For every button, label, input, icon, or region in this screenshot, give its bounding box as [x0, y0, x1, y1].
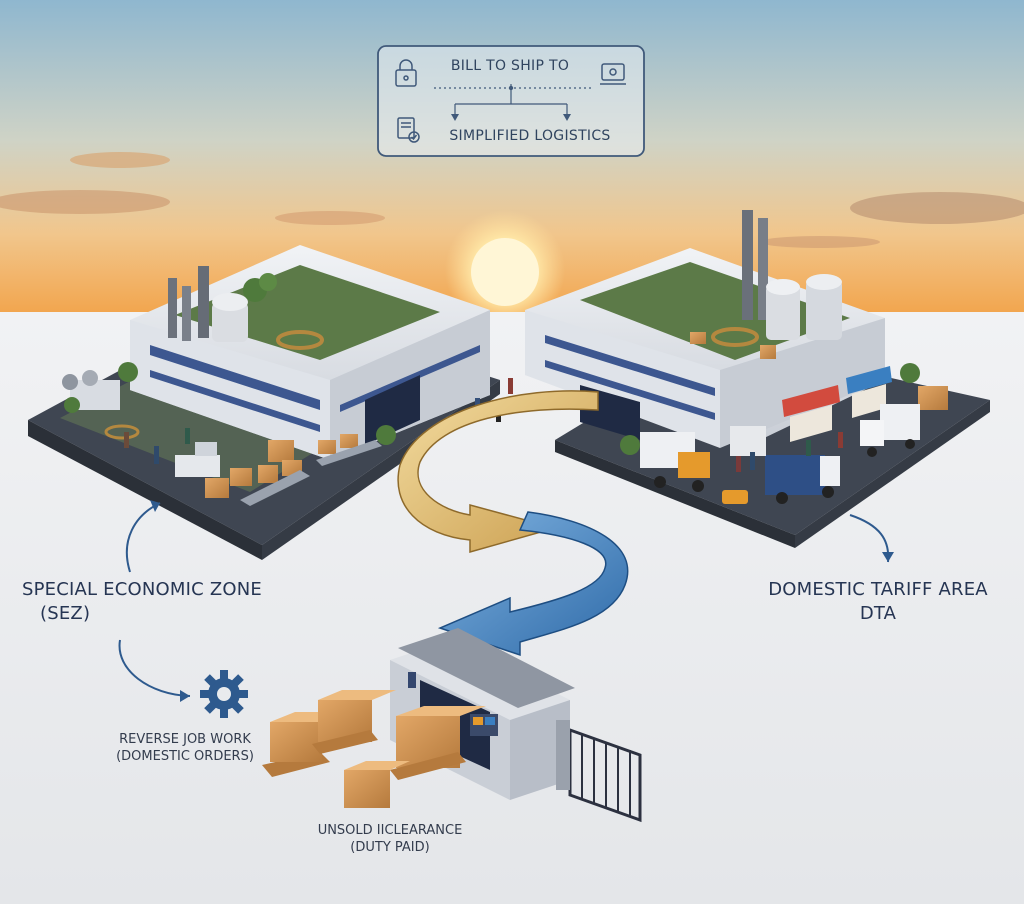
gold-arrow	[397, 390, 599, 553]
reverse-job-label: REVERSE JOB WORK (DOMESTIC ORDERS)	[100, 731, 270, 765]
reverse-job-line1: REVERSE JOB WORK	[119, 732, 251, 747]
unsold-line1: UNSOLD IICLEARANCE	[317, 823, 463, 838]
lock-icon	[395, 59, 417, 87]
customs-gate	[390, 628, 642, 823]
sez-pointer-down	[118, 639, 191, 697]
unsold-line2: (DUTY PAID)	[350, 840, 430, 855]
sez-label: SPECIAL ECONOMIC ZONE (SEZ)	[12, 578, 272, 626]
dta-label: DOMESTIC TARIFF AREA DTA	[760, 578, 996, 626]
callout-top-text: BILL TO SHIP TO	[450, 58, 570, 74]
sez-pointer-up	[125, 502, 161, 573]
dta-complex	[525, 210, 990, 548]
unsold-label: UNSOLD IICLEARANCE (DUTY PAID)	[300, 822, 480, 856]
dta-label-line1: DOMESTIC TARIFF AREA	[768, 579, 988, 600]
callout-box	[377, 45, 645, 157]
sez-label-line2: (SEZ)	[40, 603, 91, 624]
cargo-boxes	[262, 690, 486, 808]
callout-bottom-text: SIMPLIFIED LOGISTICS	[449, 128, 611, 144]
gear-icon	[200, 670, 248, 718]
sez-label-line1: SPECIAL ECONOMIC ZONE	[21, 579, 262, 600]
laptop-icon	[600, 63, 626, 85]
dta-label-line2: DTA	[859, 603, 897, 624]
reverse-job-line2: (DOMESTIC ORDERS)	[116, 749, 254, 764]
document-check-icon	[397, 117, 420, 143]
blue-arrow	[437, 511, 629, 657]
